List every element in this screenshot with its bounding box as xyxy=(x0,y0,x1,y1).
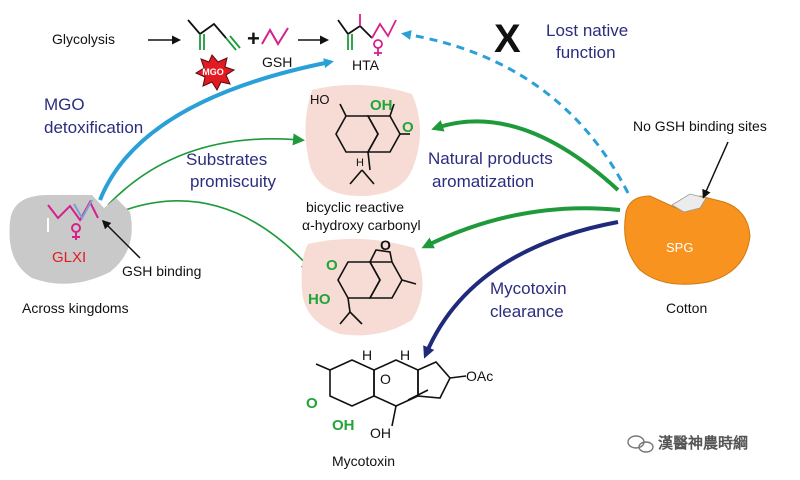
mgo-molecule xyxy=(187,19,227,39)
across-kingdoms-label: Across kingdoms xyxy=(22,300,129,316)
lost-function-label-line2: function xyxy=(556,43,616,62)
mycotoxin-ring-o-label: O xyxy=(380,371,391,387)
mgo-star-label: MGO xyxy=(202,67,224,77)
aromatization-arrow-upper xyxy=(431,119,620,192)
gsh-binding-pointer xyxy=(101,219,141,259)
aromatic-molecule-structure xyxy=(337,249,417,325)
gsh-binding-label: GSH binding xyxy=(122,263,201,279)
lost-function-arrow xyxy=(401,30,630,194)
mycotoxin-ketone-o-label: O xyxy=(306,395,318,412)
bicyclic-h-label: H xyxy=(356,157,364,169)
promiscuity-arrow-lower xyxy=(111,200,314,272)
mycotoxin-oh-label: OH xyxy=(332,417,355,434)
bicyclic-caption-line2: α-hydroxy carbonyl xyxy=(302,217,421,233)
mycotoxin-oac-label: OAc xyxy=(466,368,493,384)
mycotoxin-clearance-label-line1: Mycotoxin xyxy=(490,279,567,298)
lost-function-label-line1: Lost native xyxy=(546,21,628,40)
aromatic-ho-label: HO xyxy=(308,291,331,308)
mycotoxin-oh-black-label: OH xyxy=(370,425,391,441)
mgo-detox-arrow xyxy=(98,58,334,201)
spg-label: SPG xyxy=(666,240,693,255)
watermark-text: 漢醫神農時綱 xyxy=(658,434,748,452)
aromatic-furan-o-label: O xyxy=(380,237,391,253)
mgo-star-icon xyxy=(194,54,236,92)
bicyclic-molecule-structure xyxy=(335,103,410,185)
no-gsh-binding-pointer xyxy=(702,141,729,199)
bicyclic-oh-label: OH xyxy=(370,97,393,114)
mycotoxin-h-label-1: H xyxy=(362,347,372,363)
no-gsh-binding-label: No GSH binding sites xyxy=(633,118,767,134)
plus-sign: + xyxy=(247,26,260,51)
spg-enzyme-shape xyxy=(624,195,751,285)
glxi-enzyme-shape xyxy=(9,195,132,284)
lost-function-x-mark: X xyxy=(494,17,521,61)
promiscuity-label-line2: promiscuity xyxy=(190,172,276,191)
promiscuity-arrow-upper xyxy=(107,133,305,206)
bicyclic-caption-line1: bicyclic reactive xyxy=(306,199,404,215)
bicyclic-o-label: O xyxy=(402,119,414,136)
promiscuity-label-line1: Substrates xyxy=(186,150,267,169)
mycotoxin-clearance-arrow xyxy=(423,220,619,359)
mycotoxin-h-label-2: H xyxy=(400,347,410,363)
aromatization-arrow-lower xyxy=(421,206,621,249)
mgo-carbonyls xyxy=(199,34,241,51)
gsh-label: GSH xyxy=(262,54,292,70)
bicyclic-ho-label: HO xyxy=(310,92,330,107)
glxi-bound-substrate xyxy=(47,199,99,240)
hta-molecule xyxy=(337,14,397,56)
wechat-icon xyxy=(627,435,654,453)
mgo-detox-label-line1: MGO xyxy=(44,95,85,114)
aromatization-label-line1: Natural products xyxy=(428,149,553,168)
mycotoxin-clearance-label-line2: clearance xyxy=(490,302,564,321)
aromatization-label-line2: aromatization xyxy=(432,172,534,191)
mycotoxin-molecule-structure xyxy=(315,359,467,427)
gsh-zigzag xyxy=(261,27,289,46)
glxi-label: GLXI xyxy=(52,249,86,266)
cotton-label: Cotton xyxy=(666,300,707,316)
aromatic-ketone-o-label: O xyxy=(326,257,338,274)
aromatic-molecule-blob xyxy=(301,238,423,336)
mgo-detox-label-line2: detoxification xyxy=(44,118,143,137)
hta-label: HTA xyxy=(352,57,380,73)
glycolysis-label: Glycolysis xyxy=(52,31,115,47)
mycotoxin-caption: Mycotoxin xyxy=(332,453,395,469)
spg-binding-pocket-icon xyxy=(671,193,707,213)
